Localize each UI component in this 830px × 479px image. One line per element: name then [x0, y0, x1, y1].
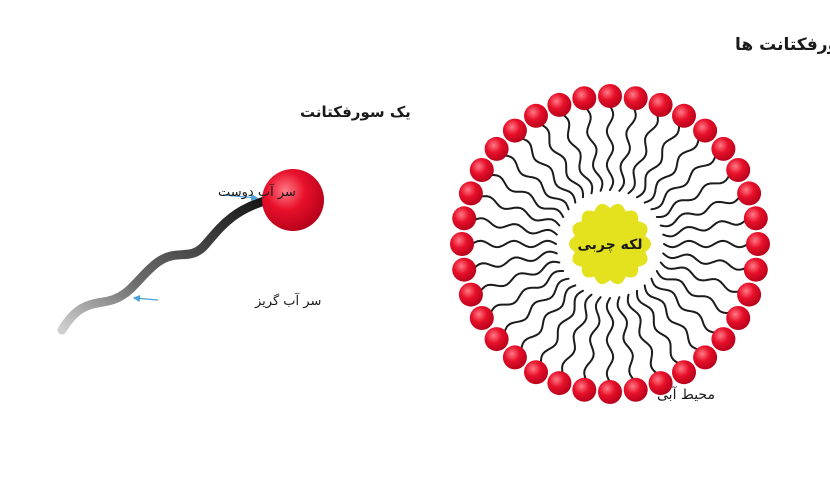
- micelle-head: [547, 92, 572, 117]
- micelle-head: [452, 206, 477, 231]
- micelle-head: [524, 103, 548, 128]
- hydrophobic-tail: [57, 195, 273, 335]
- micelle-tail: [585, 107, 604, 192]
- micelle-tail: [503, 154, 570, 211]
- head-label: سر آب دوست: [218, 183, 296, 200]
- hydrophilic-head: [262, 169, 324, 231]
- micelle-tail: [479, 260, 561, 293]
- micelle: لکه چربی: [450, 84, 770, 404]
- micelle-tail: [662, 219, 747, 238]
- micelle-head: [693, 345, 718, 370]
- micelle-head: [450, 232, 474, 256]
- micelle-head: [743, 206, 768, 231]
- micelle-head: [711, 136, 736, 161]
- micelle-tail: [605, 105, 615, 191]
- micelle-tail: [473, 217, 558, 236]
- micelle-head: [737, 282, 762, 307]
- micelle-tail: [662, 252, 747, 271]
- micelle-head: [502, 118, 527, 143]
- micelle-head: [648, 92, 673, 117]
- micelle-tail: [471, 239, 557, 249]
- micelle-tail: [561, 293, 593, 375]
- micelle-head: [737, 181, 762, 206]
- micelle-head: [711, 327, 736, 352]
- micelle-tail: [618, 107, 637, 192]
- micelle-head: [672, 360, 696, 385]
- micelle-tail: [655, 174, 731, 218]
- micelle-tail: [650, 154, 717, 211]
- micelle-head: [746, 232, 770, 256]
- micelle-head: [693, 118, 718, 143]
- micelle-tail: [636, 289, 680, 365]
- micelle-head: [648, 371, 673, 396]
- micelle-tail: [636, 123, 680, 199]
- micelle-head: [469, 306, 494, 330]
- micelle-tail: [520, 137, 577, 204]
- micelle-tail: [540, 289, 584, 365]
- micelle-head: [458, 282, 483, 307]
- tail-label-arrow: [132, 294, 159, 303]
- micelle-tail: [489, 270, 565, 314]
- micelle-head: [598, 380, 622, 404]
- grease-spot-core: [569, 203, 651, 285]
- micelle-head: [484, 327, 509, 352]
- micelle-head: [502, 345, 527, 370]
- micelle-tail: [503, 277, 570, 334]
- micelle-head: [572, 86, 597, 111]
- micelle-head: [623, 377, 648, 402]
- micelle-tail: [473, 250, 558, 269]
- main-title: مکانیزم عمل سورفکتانت ها: [735, 35, 830, 55]
- micelle-tail: [489, 174, 565, 218]
- micelle-head: [452, 257, 477, 282]
- micelle-tail: [626, 293, 659, 375]
- micelle-tail: [663, 239, 749, 249]
- micelle-head: [743, 257, 768, 282]
- single-surfactant-molecule: [57, 169, 324, 335]
- micelle-head: [598, 84, 622, 108]
- micelle-tail: [659, 261, 741, 293]
- micelle-tail: [561, 113, 594, 195]
- micelle-head: [524, 360, 548, 385]
- micelle-tail: [643, 137, 700, 204]
- micelle-tail: [643, 284, 700, 351]
- micelle-head: [469, 158, 494, 182]
- aqueous-environment-label: محیط آبی: [657, 386, 715, 403]
- tail-label: سر آب گریز: [254, 292, 321, 309]
- micelle-tail: [627, 113, 659, 195]
- micelle-tail: [520, 284, 577, 351]
- micelle-head: [572, 377, 597, 402]
- micelle-head: [484, 136, 509, 161]
- micelle-tail: [616, 296, 635, 381]
- micelle-head: [672, 103, 696, 128]
- single-surfactant-title: یک سورفکتانت: [300, 103, 411, 121]
- grease-spot-label: لکه چربی: [578, 237, 643, 253]
- micelle-head: [726, 158, 751, 182]
- micelle-head: [726, 306, 751, 330]
- head-label-arrow: [222, 193, 259, 202]
- micelle-head: [458, 181, 483, 206]
- micelle-tail: [605, 297, 615, 383]
- micelle-tail: [479, 195, 561, 227]
- micelle-tail: [583, 296, 602, 381]
- micelle-tail: [540, 123, 584, 199]
- micelle-tail: [655, 270, 731, 314]
- micelle-head: [547, 371, 572, 396]
- micelle-tail: [659, 195, 741, 228]
- micelle-tail: [650, 277, 717, 334]
- micelle-head: [623, 86, 648, 111]
